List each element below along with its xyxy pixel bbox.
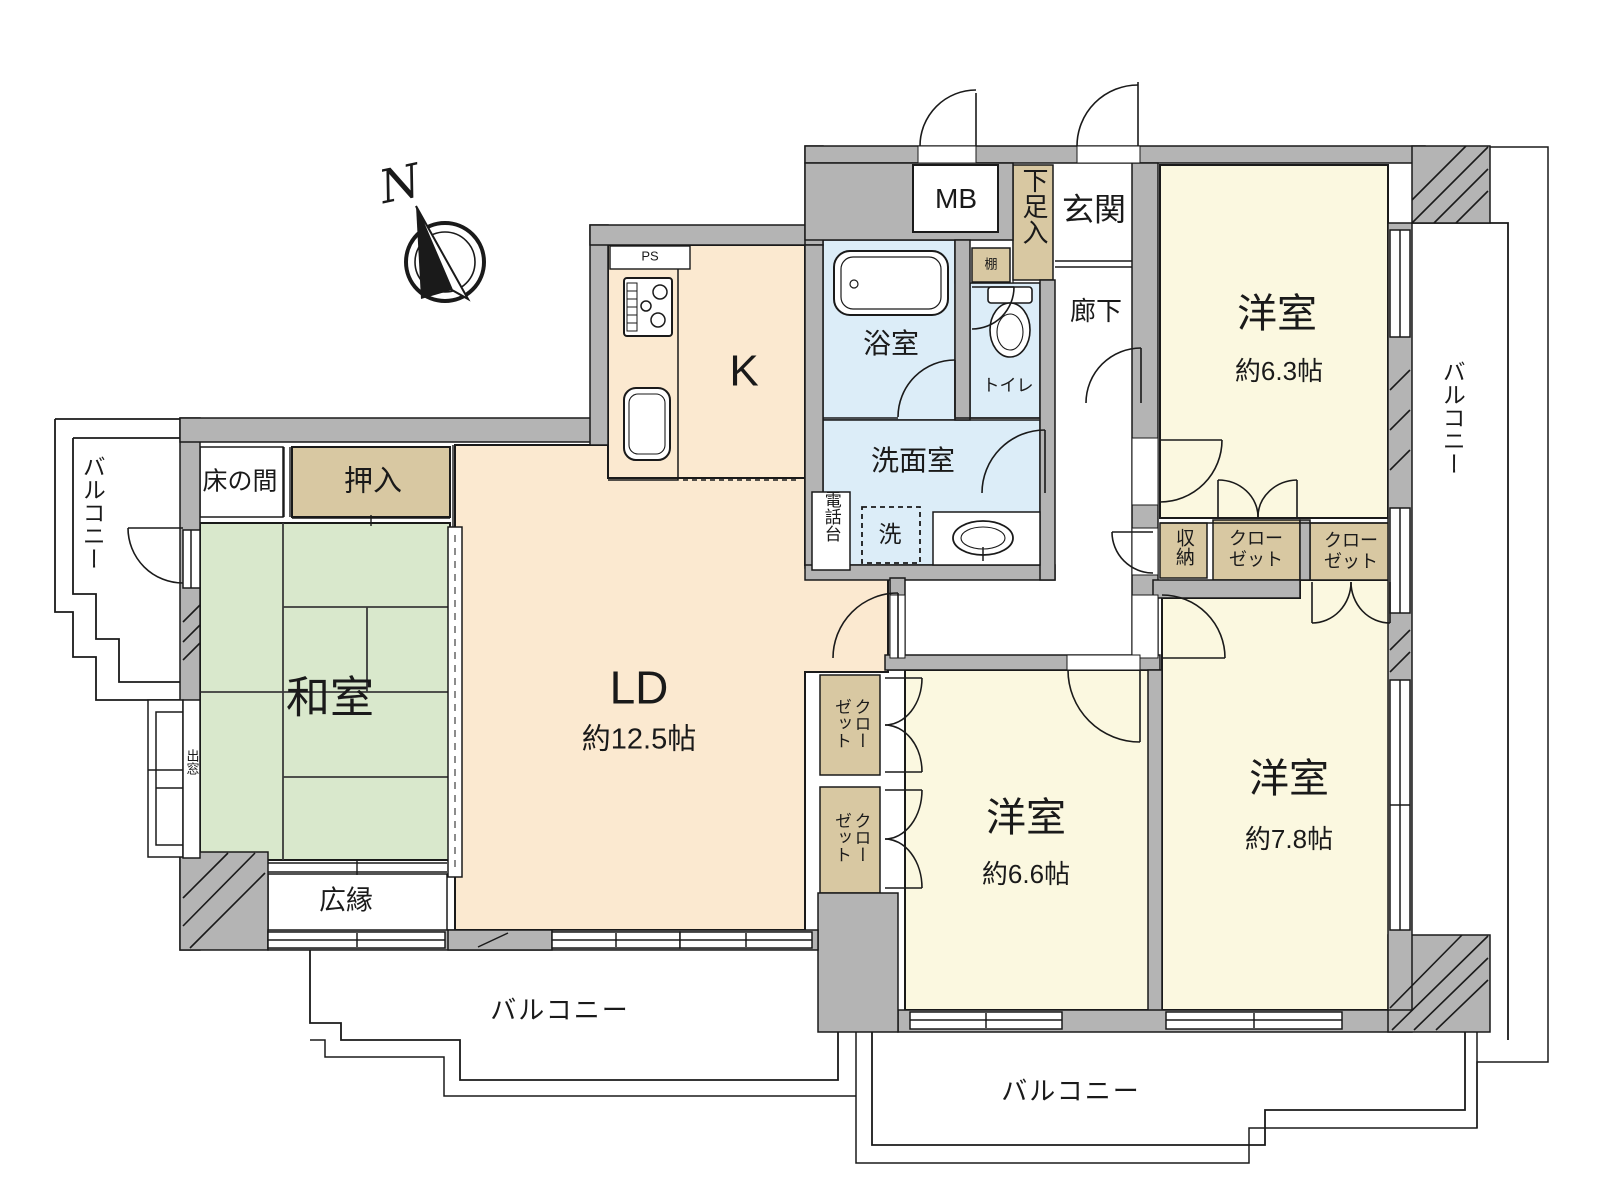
storage-shoe-cabinet-area [1012, 164, 1054, 281]
thin-partitions [268, 260, 1388, 875]
window-right-wall [1389, 229, 1411, 931]
door-swings [127, 82, 1391, 889]
shoe-cabinet-label: 下足入 [1018, 167, 1049, 245]
ld-label: LD [609, 661, 669, 714]
walls [179, 145, 1491, 1033]
western63-label: 洋室 [1237, 292, 1317, 336]
western78-area-label: 約7.8帖 [1244, 824, 1334, 855]
storage-shelf-area [971, 247, 1011, 283]
mb-label: MB [935, 182, 977, 214]
balcony-bottom-left-label: バルコニー [490, 995, 630, 1026]
tatami-lines [200, 523, 450, 860]
closet66b-bifold [884, 789, 923, 889]
hiroen-label: 広縁 [319, 885, 373, 916]
wall-piece-shutter [447, 929, 553, 951]
phone-stand-box [811, 491, 851, 571]
closet-63a-area [1212, 519, 1301, 581]
western66-label: 洋室 [986, 796, 1066, 840]
balcony-right-label: バルコニー [1439, 360, 1466, 475]
kitchen-label: K [729, 346, 759, 396]
window-hiroen [267, 931, 446, 949]
sink-icon [623, 387, 671, 461]
entrance-label: 玄関 [1061, 191, 1127, 228]
kitchen-counter-edge [608, 247, 679, 481]
ld-area-label: 約12.5帖 [581, 723, 697, 756]
ps-box [609, 245, 691, 270]
room-western63-area [1159, 164, 1389, 519]
bay-window-label: 出窓 [184, 749, 200, 775]
balcony-bottom-right-label: バルコニー [1001, 1076, 1141, 1107]
closet66b-label: クローゼット [832, 812, 871, 863]
hall-door [1085, 347, 1142, 404]
ps-label: PS [641, 248, 659, 264]
closet-66b-area [819, 786, 881, 894]
storage-small-area [1159, 522, 1208, 579]
window-western66 [909, 1011, 1063, 1030]
washroom-label: 洗面室 [870, 444, 956, 476]
phone-stand-label: 電話台 [821, 491, 841, 542]
window-left-wall [182, 529, 201, 589]
balcony-left-label: バルコニー [79, 455, 106, 570]
closet63b-bifold [1311, 581, 1391, 624]
closet63a-label: クローゼット [1229, 528, 1283, 569]
bathroom-label: 浴室 [862, 327, 920, 359]
wall-hatching [182, 145, 1489, 1031]
closet-66a-area [819, 674, 881, 776]
windows [147, 229, 1411, 1030]
western78-door [1161, 594, 1226, 659]
japanese-room-label: 和室 [286, 673, 374, 723]
toilet-door [971, 286, 1015, 330]
bathroom-door [897, 359, 956, 418]
compass-icon [404, 205, 486, 303]
tokonoma-label: 床の間 [202, 467, 278, 496]
storage-door [1111, 531, 1154, 574]
bay-window [147, 699, 201, 859]
washroom-door [981, 429, 1046, 494]
mb-box [912, 164, 999, 233]
storage-oshiire-area [291, 446, 451, 518]
toilet-icon [987, 286, 1033, 358]
washer-label: 洗 [878, 520, 902, 547]
entry-door-1 [919, 89, 977, 147]
washer-space [861, 506, 921, 564]
washbasin-icon [932, 511, 1041, 566]
ld-door [832, 592, 899, 659]
closet63b-label: クローゼット [1324, 530, 1378, 571]
entry-door-2 [1076, 82, 1139, 147]
bathtub-icon [833, 250, 949, 316]
balcony-door [127, 527, 184, 584]
western63-door [1159, 439, 1223, 503]
toilet-label: トイレ [982, 376, 1034, 396]
storage-small-label: 収納 [1172, 528, 1194, 566]
closet66a-bifold [884, 677, 923, 773]
sliding-partition [447, 526, 463, 878]
fixtures [447, 164, 1041, 878]
door-gaps [889, 145, 1159, 671]
western66-area-label: 約6.6帖 [981, 859, 1071, 890]
shelf-label: 棚 [984, 256, 998, 272]
room-western66-area [904, 669, 1151, 1011]
western63-area-label: 約6.3帖 [1234, 356, 1324, 387]
stove-icon [623, 277, 673, 337]
closet66a-label: クローゼット [832, 698, 871, 749]
window-ld [551, 931, 813, 949]
hallway-label: 廊下 [1069, 296, 1123, 327]
closet63a-bifold [1217, 479, 1298, 518]
western66-door [1067, 669, 1141, 743]
western78-label: 洋室 [1249, 757, 1329, 801]
oshiire-label: 押入 [343, 465, 403, 498]
window-western78 [1165, 1011, 1343, 1030]
